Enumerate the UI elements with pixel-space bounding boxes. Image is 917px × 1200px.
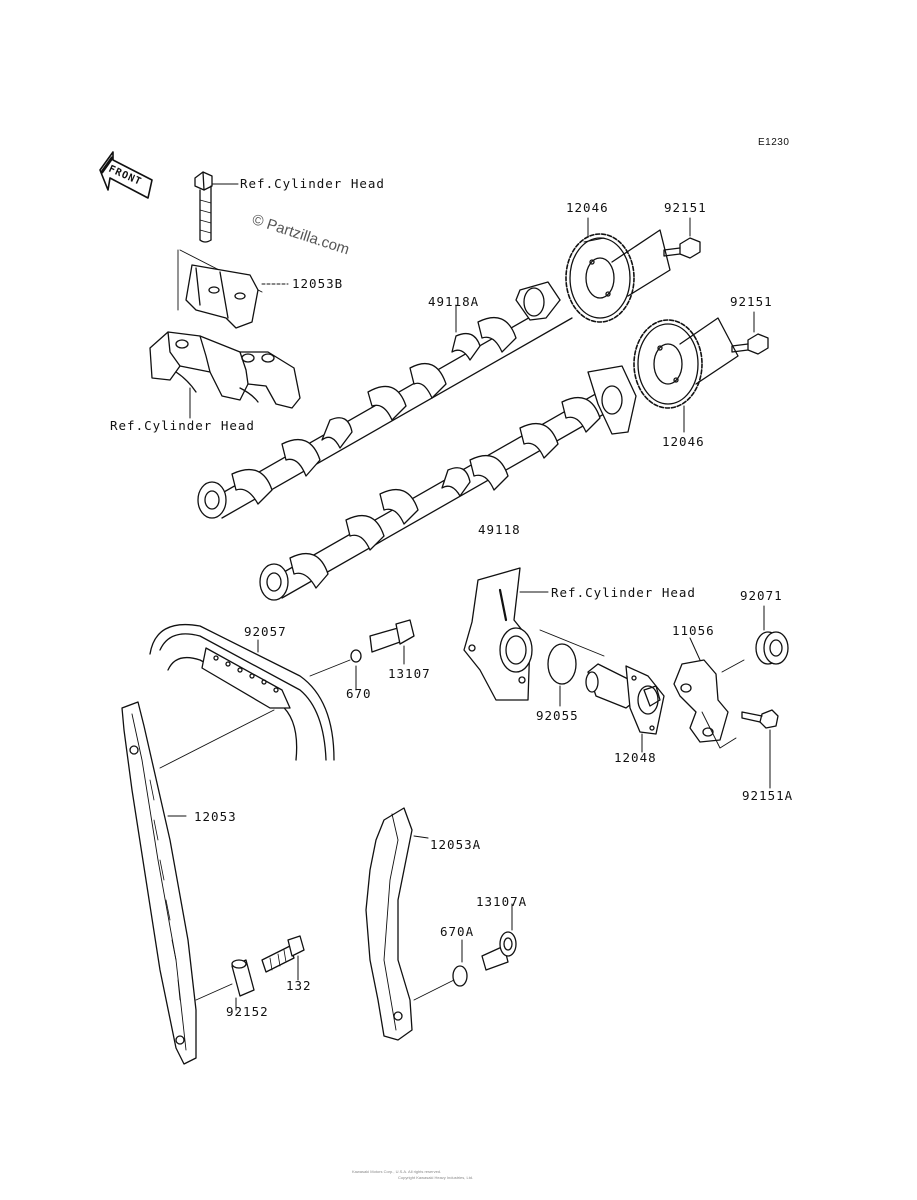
label-13107A: 13107A bbox=[476, 894, 528, 909]
label-92151A: 92151A bbox=[742, 788, 794, 803]
label-92055: 92055 bbox=[536, 708, 579, 723]
camshaft-sprocket-intake bbox=[565, 233, 635, 323]
diagram-code: E1230 bbox=[758, 137, 790, 148]
collar-92152 bbox=[231, 959, 255, 997]
label-92151-mid: 92151 bbox=[730, 294, 773, 309]
label-13107: 13107 bbox=[388, 666, 431, 681]
label-12053B: 12053B bbox=[292, 276, 344, 291]
label-670: 670 bbox=[346, 686, 372, 701]
tensioner-gasket bbox=[673, 659, 729, 743]
label-49118: 49118 bbox=[478, 522, 521, 537]
chain-guide-bracket bbox=[177, 249, 263, 329]
label-ref-cylinder-head-left: Ref.Cylinder Head bbox=[110, 418, 255, 433]
label-92057: 92057 bbox=[244, 624, 287, 639]
label-12046-top: 12046 bbox=[566, 200, 609, 215]
label-ref-cylinder-head-top: Ref.Cylinder Head bbox=[240, 176, 385, 191]
label-49118A: 49118A bbox=[428, 294, 480, 309]
sprocket-bolt-mid bbox=[679, 317, 769, 385]
bolt-cylinder-head bbox=[194, 171, 213, 243]
guide-bolt-13107A bbox=[481, 931, 517, 971]
leader-chain-guide bbox=[159, 709, 275, 769]
tensioner-cap-92071 bbox=[721, 631, 789, 673]
label-12046-mid: 12046 bbox=[662, 434, 705, 449]
label-11056: 11056 bbox=[672, 623, 715, 638]
washer-670 bbox=[350, 649, 362, 663]
washer-670A bbox=[452, 965, 468, 987]
leader-guide-92152 bbox=[195, 983, 233, 1001]
label-12053A: 12053A bbox=[430, 837, 482, 852]
label-92071: 92071 bbox=[740, 588, 783, 603]
cam-chain bbox=[149, 623, 335, 761]
tensioner-bolt bbox=[701, 709, 779, 749]
sprocket-bolt-top bbox=[611, 229, 701, 297]
label-92151-top: 92151 bbox=[664, 200, 707, 215]
cam-chain-tensioner bbox=[585, 663, 665, 735]
leader-11056 bbox=[689, 637, 701, 661]
leader-guide-670A bbox=[413, 979, 455, 1001]
leader-12053A bbox=[413, 835, 429, 839]
o-ring-92055 bbox=[547, 643, 577, 685]
chain-guide-12053 bbox=[121, 701, 197, 1065]
camshaft-sprocket-exhaust bbox=[633, 319, 703, 409]
label-92152: 92152 bbox=[226, 1004, 269, 1019]
camshaft-exhaust bbox=[259, 365, 637, 601]
label-ref-cylinder-head-right: Ref.Cylinder Head bbox=[551, 585, 696, 600]
tensioner-mount-cylinder-head bbox=[463, 567, 605, 701]
bolt-132 bbox=[261, 935, 305, 973]
label-670A: 670A bbox=[440, 924, 475, 939]
guide-bolt-13107 bbox=[369, 619, 415, 653]
label-12053: 12053 bbox=[194, 809, 237, 824]
leader-chain-670 bbox=[309, 659, 351, 677]
camshaft-intake bbox=[197, 281, 573, 519]
camshaft-cap bbox=[149, 331, 301, 409]
front-arrow-icon: FRONT bbox=[99, 151, 153, 199]
footer-copyright-1: Kawasaki Motors Corp., U.S.A. All rights… bbox=[352, 1169, 442, 1174]
label-12048: 12048 bbox=[614, 750, 657, 765]
chain-guide-12053A bbox=[365, 807, 413, 1041]
footer-copyright-2: Copyright Kawasaki Heavy Industries, Ltd… bbox=[398, 1175, 474, 1180]
label-132: 132 bbox=[286, 978, 312, 993]
